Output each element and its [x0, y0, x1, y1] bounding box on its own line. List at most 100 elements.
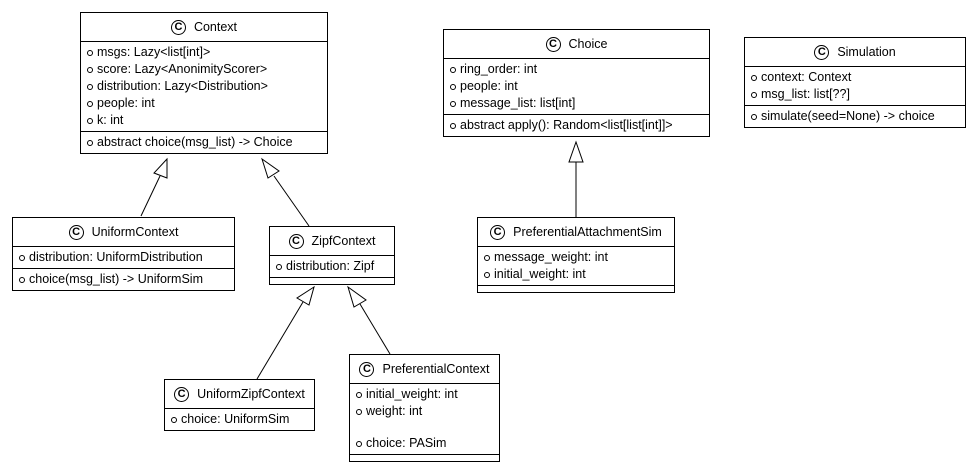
class-stereotype-icon: C: [288, 233, 304, 249]
methods-section: simulate(seed=None) -> choice: [745, 106, 965, 127]
class-stereotype-icon: C: [545, 36, 561, 52]
edge-zipfcontext-context: [273, 175, 310, 227]
class-name: Choice: [568, 37, 608, 51]
class-context[interactable]: C Context msgs: Lazy<list[int]> score: L…: [80, 12, 328, 154]
public-visibility-icon: [356, 408, 362, 415]
method: abstract choice(msg_list) -> Choice: [87, 134, 327, 151]
attribute: distribution: Zipf: [276, 258, 394, 275]
methods-section: abstract apply(): Random<list[list[int]]…: [444, 115, 709, 136]
attributes-section: initial_weight: int weight: int choice: …: [350, 384, 499, 455]
class-header: C UniformContext: [13, 218, 234, 247]
class-stereotype-icon: C: [814, 44, 830, 60]
attributes-section: message_weight: int initial_weight: int: [478, 247, 674, 286]
class-header: C Simulation: [745, 38, 965, 67]
class-name: PreferentialAttachmentSim: [513, 225, 662, 239]
public-visibility-icon: [87, 100, 93, 107]
class-stereotype-icon: C: [174, 386, 190, 402]
class-name: PreferentialContext: [382, 362, 490, 376]
class-stereotype-icon: C: [68, 224, 84, 240]
public-visibility-icon: [19, 276, 25, 283]
class-stereotype-icon: C: [170, 19, 186, 35]
methods-section: abstract choice(msg_list) -> Choice: [81, 132, 327, 153]
public-visibility-icon: [450, 83, 456, 90]
class-header: C Choice: [444, 30, 709, 59]
attribute: context: Context: [751, 69, 965, 86]
inheritance-arrowhead: [296, 285, 315, 306]
class-name: UniformContext: [91, 225, 179, 239]
class-header: C ZipfContext: [270, 227, 394, 256]
edge-uniformcontext-context: [140, 175, 161, 217]
attribute: score: Lazy<AnonimityScorer>: [87, 61, 327, 78]
method: abstract apply(): Random<list[list[int]]…: [450, 117, 709, 134]
public-visibility-icon: [356, 391, 362, 398]
class-uniform-zipf-context[interactable]: C UniformZipfContext choice: UniformSim: [164, 379, 315, 431]
attribute: people: int: [450, 78, 709, 95]
method: simulate(seed=None) -> choice: [751, 108, 965, 125]
class-stereotype-icon: C: [359, 361, 375, 377]
attribute: k: int: [87, 112, 327, 129]
public-visibility-icon: [450, 122, 456, 129]
attribute: choice: UniformSim: [171, 411, 314, 428]
attribute: choice: PASim: [356, 435, 499, 452]
public-visibility-icon: [484, 254, 490, 261]
attributes-section: ring_order: int people: int message_list…: [444, 59, 709, 115]
attribute: distribution: UniformDistribution: [19, 249, 234, 266]
attributes-section: context: Context msg_list: list[??]: [745, 67, 965, 106]
methods-section: [478, 286, 674, 292]
public-visibility-icon: [87, 139, 93, 146]
public-visibility-icon: [484, 271, 490, 278]
class-preferential-context[interactable]: C PreferentialContext initial_weight: in…: [349, 354, 500, 462]
class-header: C PreferentialContext: [350, 355, 499, 384]
public-visibility-icon: [19, 254, 25, 261]
attributes-section: choice: UniformSim: [165, 409, 314, 430]
class-header: C PreferentialAttachmentSim: [478, 218, 674, 247]
public-visibility-icon: [171, 416, 177, 423]
public-visibility-icon: [87, 117, 93, 124]
attribute: initial_weight: int: [484, 266, 674, 283]
attribute: ring_order: int: [450, 61, 709, 78]
class-header: C UniformZipfContext: [165, 380, 314, 409]
attribute: msgs: Lazy<list[int]>: [87, 44, 327, 61]
public-visibility-icon: [751, 74, 757, 81]
edge-uniformzipfcontext-zipfcontext: [256, 301, 304, 380]
attribute: message_weight: int: [484, 249, 674, 266]
methods-section: [270, 278, 394, 284]
class-name: UniformZipfContext: [197, 387, 305, 401]
attributes-section: msgs: Lazy<list[int]> score: Lazy<Anonim…: [81, 42, 327, 132]
methods-section: [350, 455, 499, 461]
public-visibility-icon: [751, 113, 757, 120]
class-name: ZipfContext: [311, 234, 376, 248]
class-name: Context: [193, 20, 238, 34]
public-visibility-icon: [450, 66, 456, 73]
class-header: C Context: [81, 13, 327, 42]
inheritance-arrowhead: [261, 157, 280, 179]
public-visibility-icon: [87, 83, 93, 90]
public-visibility-icon: [276, 263, 282, 270]
public-visibility-icon: [450, 100, 456, 107]
public-visibility-icon: [356, 440, 362, 447]
attribute: initial_weight: int: [356, 386, 499, 403]
inheritance-arrowhead: [153, 157, 168, 179]
public-visibility-icon: [87, 49, 93, 56]
method: choice(msg_list) -> UniformSim: [19, 271, 234, 288]
class-preferential-attachment-sim[interactable]: C PreferentialAttachmentSim message_weig…: [477, 217, 675, 293]
class-simulation[interactable]: C Simulation context: Context msg_list: …: [744, 37, 966, 128]
class-uniform-context[interactable]: C UniformContext distribution: UniformDi…: [12, 217, 235, 291]
attributes-section: distribution: UniformDistribution: [13, 247, 234, 269]
attribute: message_list: list[int]: [450, 95, 709, 112]
inheritance-arrowhead: [568, 140, 584, 163]
edge-preferentialcontext-zipfcontext: [359, 303, 391, 355]
class-stereotype-icon: C: [490, 224, 506, 240]
inheritance-arrowhead: [347, 285, 367, 308]
public-visibility-icon: [87, 66, 93, 73]
attribute: weight: int: [356, 403, 499, 420]
class-zipf-context[interactable]: C ZipfContext distribution: Zipf: [269, 226, 395, 285]
public-visibility-icon: [751, 91, 757, 98]
class-choice[interactable]: C Choice ring_order: int people: int mes…: [443, 29, 710, 137]
attribute: msg_list: list[??]: [751, 86, 965, 103]
attribute: distribution: Lazy<Distribution>: [87, 78, 327, 95]
attributes-section: distribution: Zipf: [270, 256, 394, 278]
attribute: people: int: [87, 95, 327, 112]
class-name: Simulation: [837, 45, 896, 59]
